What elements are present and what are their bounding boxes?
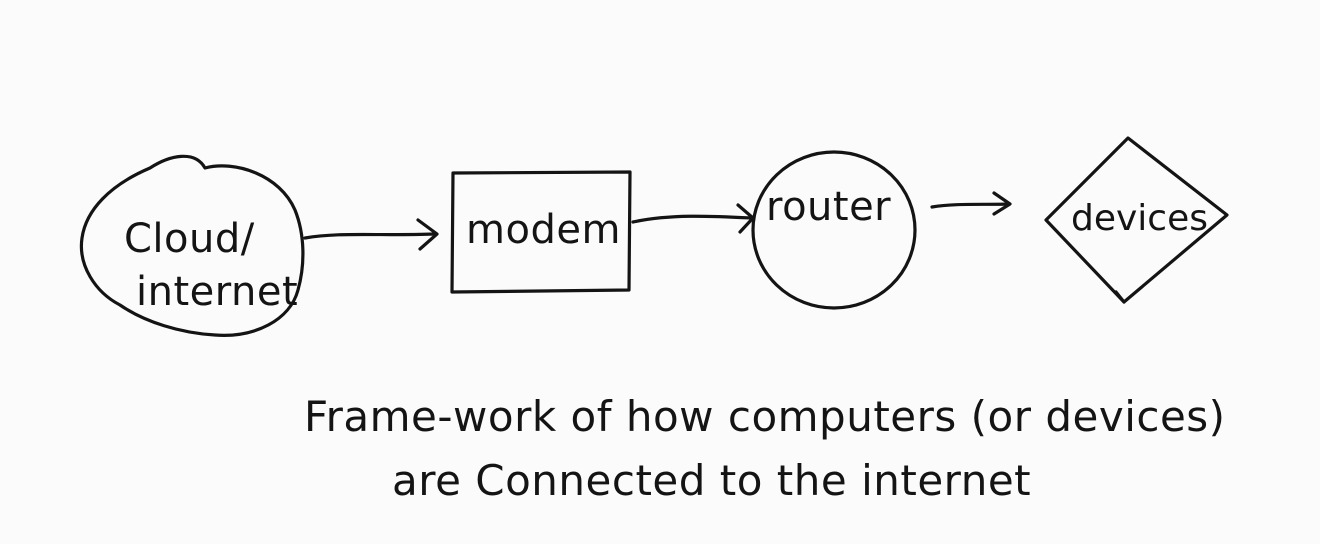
cloud-label-line1: Cloud/ xyxy=(124,216,255,262)
router-label: router xyxy=(766,184,891,230)
cloud-internet-node: Cloud/ internet xyxy=(79,154,305,337)
modem-label: modem xyxy=(466,207,621,253)
arrow-head xyxy=(992,191,1012,216)
router-node: router xyxy=(751,150,917,310)
router-circle xyxy=(751,150,917,310)
arrow-head xyxy=(416,218,439,251)
arrow-shaft xyxy=(930,202,1010,209)
devices-label: devices xyxy=(1071,198,1208,239)
modem-node: modem xyxy=(450,170,632,294)
arrow-modem-to-router xyxy=(631,203,755,234)
arrow-router-to-devices xyxy=(930,191,1012,216)
cloud-shape xyxy=(79,154,305,337)
devices-diamond-tick xyxy=(1114,290,1126,304)
diagram-caption-line2: are Connected to the internet xyxy=(392,456,1032,505)
arrow-shaft xyxy=(631,214,754,224)
arrow-cloud-to-modem xyxy=(303,218,439,251)
arrow-shaft xyxy=(303,232,437,240)
devices-node: devices xyxy=(1044,136,1229,304)
modem-box xyxy=(450,170,632,294)
diagram-caption-line1: Frame-work of how computers (or devices) xyxy=(304,392,1226,441)
cloud-label-line2: internet xyxy=(136,269,298,315)
